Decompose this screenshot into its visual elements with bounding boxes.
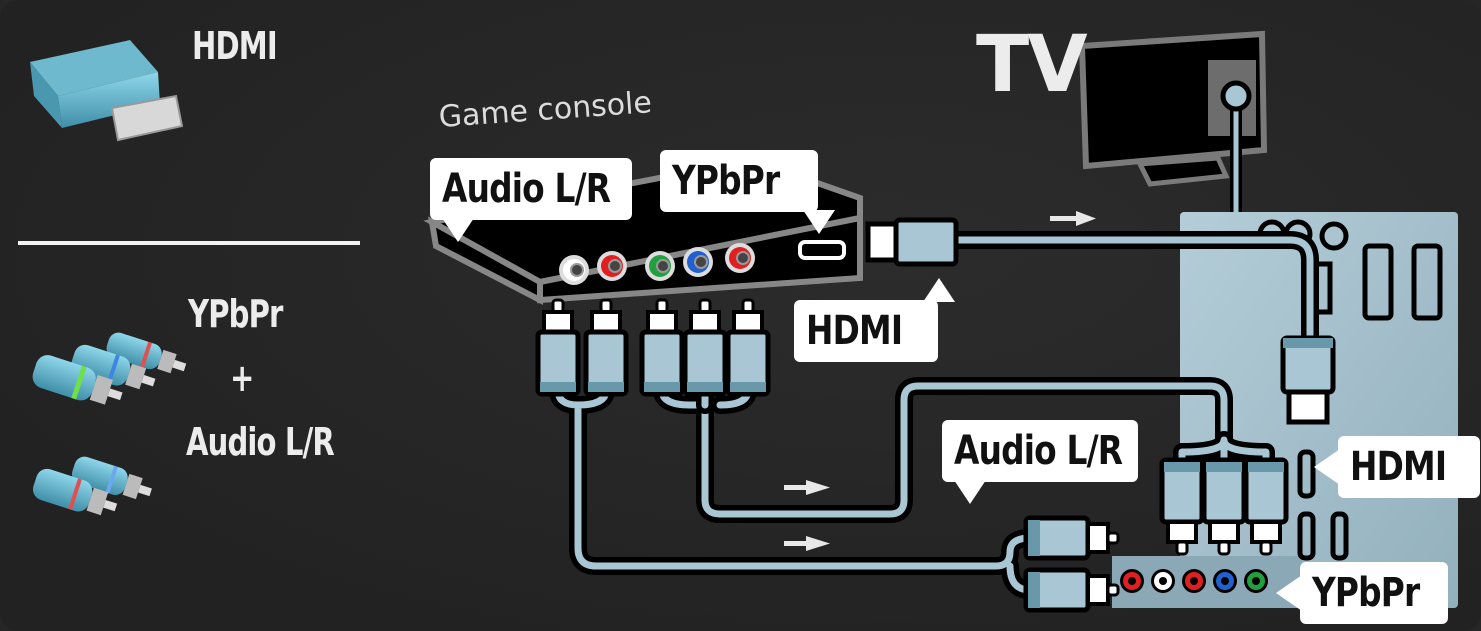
tv-rca-plugs <box>1159 457 1289 556</box>
legend-plus-label: + <box>230 356 254 400</box>
legend-hdmi-label: HDMI <box>192 24 278 68</box>
tv-jack-audio-right <box>1120 569 1144 593</box>
tv-plug-pr <box>1159 457 1205 556</box>
audio-direction-arrow <box>784 536 830 551</box>
tv-audio-plugs <box>1023 515 1120 613</box>
tv-plug-y <box>1243 457 1289 556</box>
legend-audio-label: Audio L/R <box>186 420 335 464</box>
tv-antenna-jack <box>1220 80 1252 112</box>
tv-jack-pr <box>1182 569 1206 593</box>
console-hdmi-callout: HDMI <box>794 278 956 362</box>
console-plug-y <box>639 298 685 397</box>
tv-audio-plug-left <box>1023 515 1120 561</box>
tv-audio-plug-right <box>1023 567 1120 613</box>
console-audio-callout: Audio L/R <box>430 158 632 242</box>
tv-plug-pb <box>1201 457 1247 556</box>
console-hdmi-port <box>798 240 846 260</box>
console-jack-y <box>645 251 675 281</box>
tv-jack-y <box>1244 569 1268 593</box>
component-rca-plugs-icon <box>32 332 187 405</box>
console-rca-jacks <box>559 243 755 285</box>
hdmi-plug-tv-end <box>1280 335 1336 425</box>
console-plug-audio-left <box>535 298 581 397</box>
legend-ypbpr-label: YPbPr <box>188 292 283 336</box>
tv-jack-audio-left <box>1151 569 1175 593</box>
audio-rca-plugs-icon <box>32 456 152 516</box>
tv-ypbpr-callout: YPbPr <box>1276 562 1448 624</box>
tv-hdmi-callout: HDMI <box>1314 436 1480 498</box>
console-rca-plugs <box>535 298 771 397</box>
hdmi-plug-icon <box>30 40 184 142</box>
ypbpr-direction-arrow <box>784 480 830 495</box>
tv-title: TV <box>976 20 1088 110</box>
console-ypbpr-callout: YPbPr <box>660 150 835 234</box>
hdmi-plug-console-end <box>865 217 959 267</box>
console-jack-pr <box>725 243 755 273</box>
console-plug-audio-right <box>583 298 629 397</box>
console-plug-pr <box>725 298 771 397</box>
console-jack-pb <box>683 247 713 277</box>
tv-audio-callout: Audio L/R <box>942 420 1138 504</box>
tv-jack-pb <box>1213 569 1237 593</box>
console-jack-audio-right <box>597 251 627 281</box>
console-plug-pb <box>682 298 728 397</box>
tv-rca-jacks <box>1120 569 1268 593</box>
console-jack-audio-left <box>559 255 589 285</box>
hdmi-direction-arrow <box>1050 211 1096 226</box>
